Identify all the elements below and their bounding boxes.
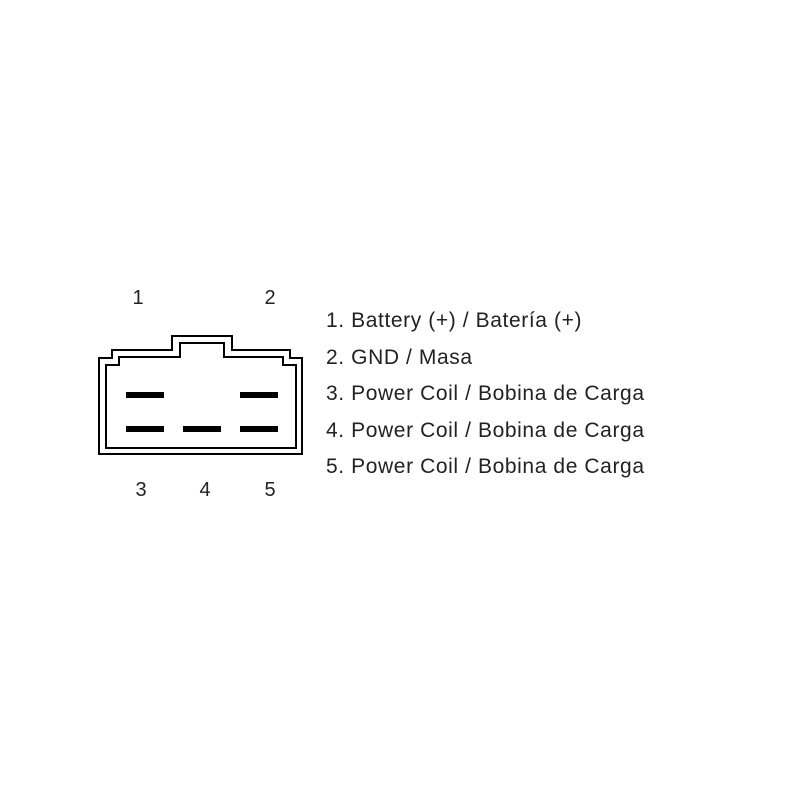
pin-label-4: 4 — [199, 479, 210, 501]
pin-contact-4 — [183, 426, 221, 432]
pin-contact-2 — [240, 392, 278, 398]
pin-label-1: 1 — [132, 287, 143, 309]
connector-housing-outer — [98, 335, 303, 455]
legend-item-3: 3. Power Coil / Bobina de Carga — [326, 382, 645, 405]
legend-item-4: 4. Power Coil / Bobina de Carga — [326, 418, 645, 442]
legend-item-1: 1. Battery (+) / Batería (+) — [326, 309, 583, 332]
pin-contact-1 — [126, 392, 164, 398]
pin-legend: 1. Battery (+) / Batería (+) 2. GND / Ma… — [326, 306, 645, 489]
legend-item-2: 2. GND / Masa — [326, 345, 473, 369]
pin-label-5: 5 — [264, 479, 275, 501]
pin-contact-3 — [126, 426, 164, 432]
pin-label-3: 3 — [135, 479, 146, 501]
legend-item-5: 5. Power Coil / Bobina de Carga — [326, 455, 645, 478]
connector-housing-inner — [105, 342, 297, 449]
pin-label-2: 2 — [264, 287, 275, 309]
pin-contact-5 — [240, 426, 278, 432]
